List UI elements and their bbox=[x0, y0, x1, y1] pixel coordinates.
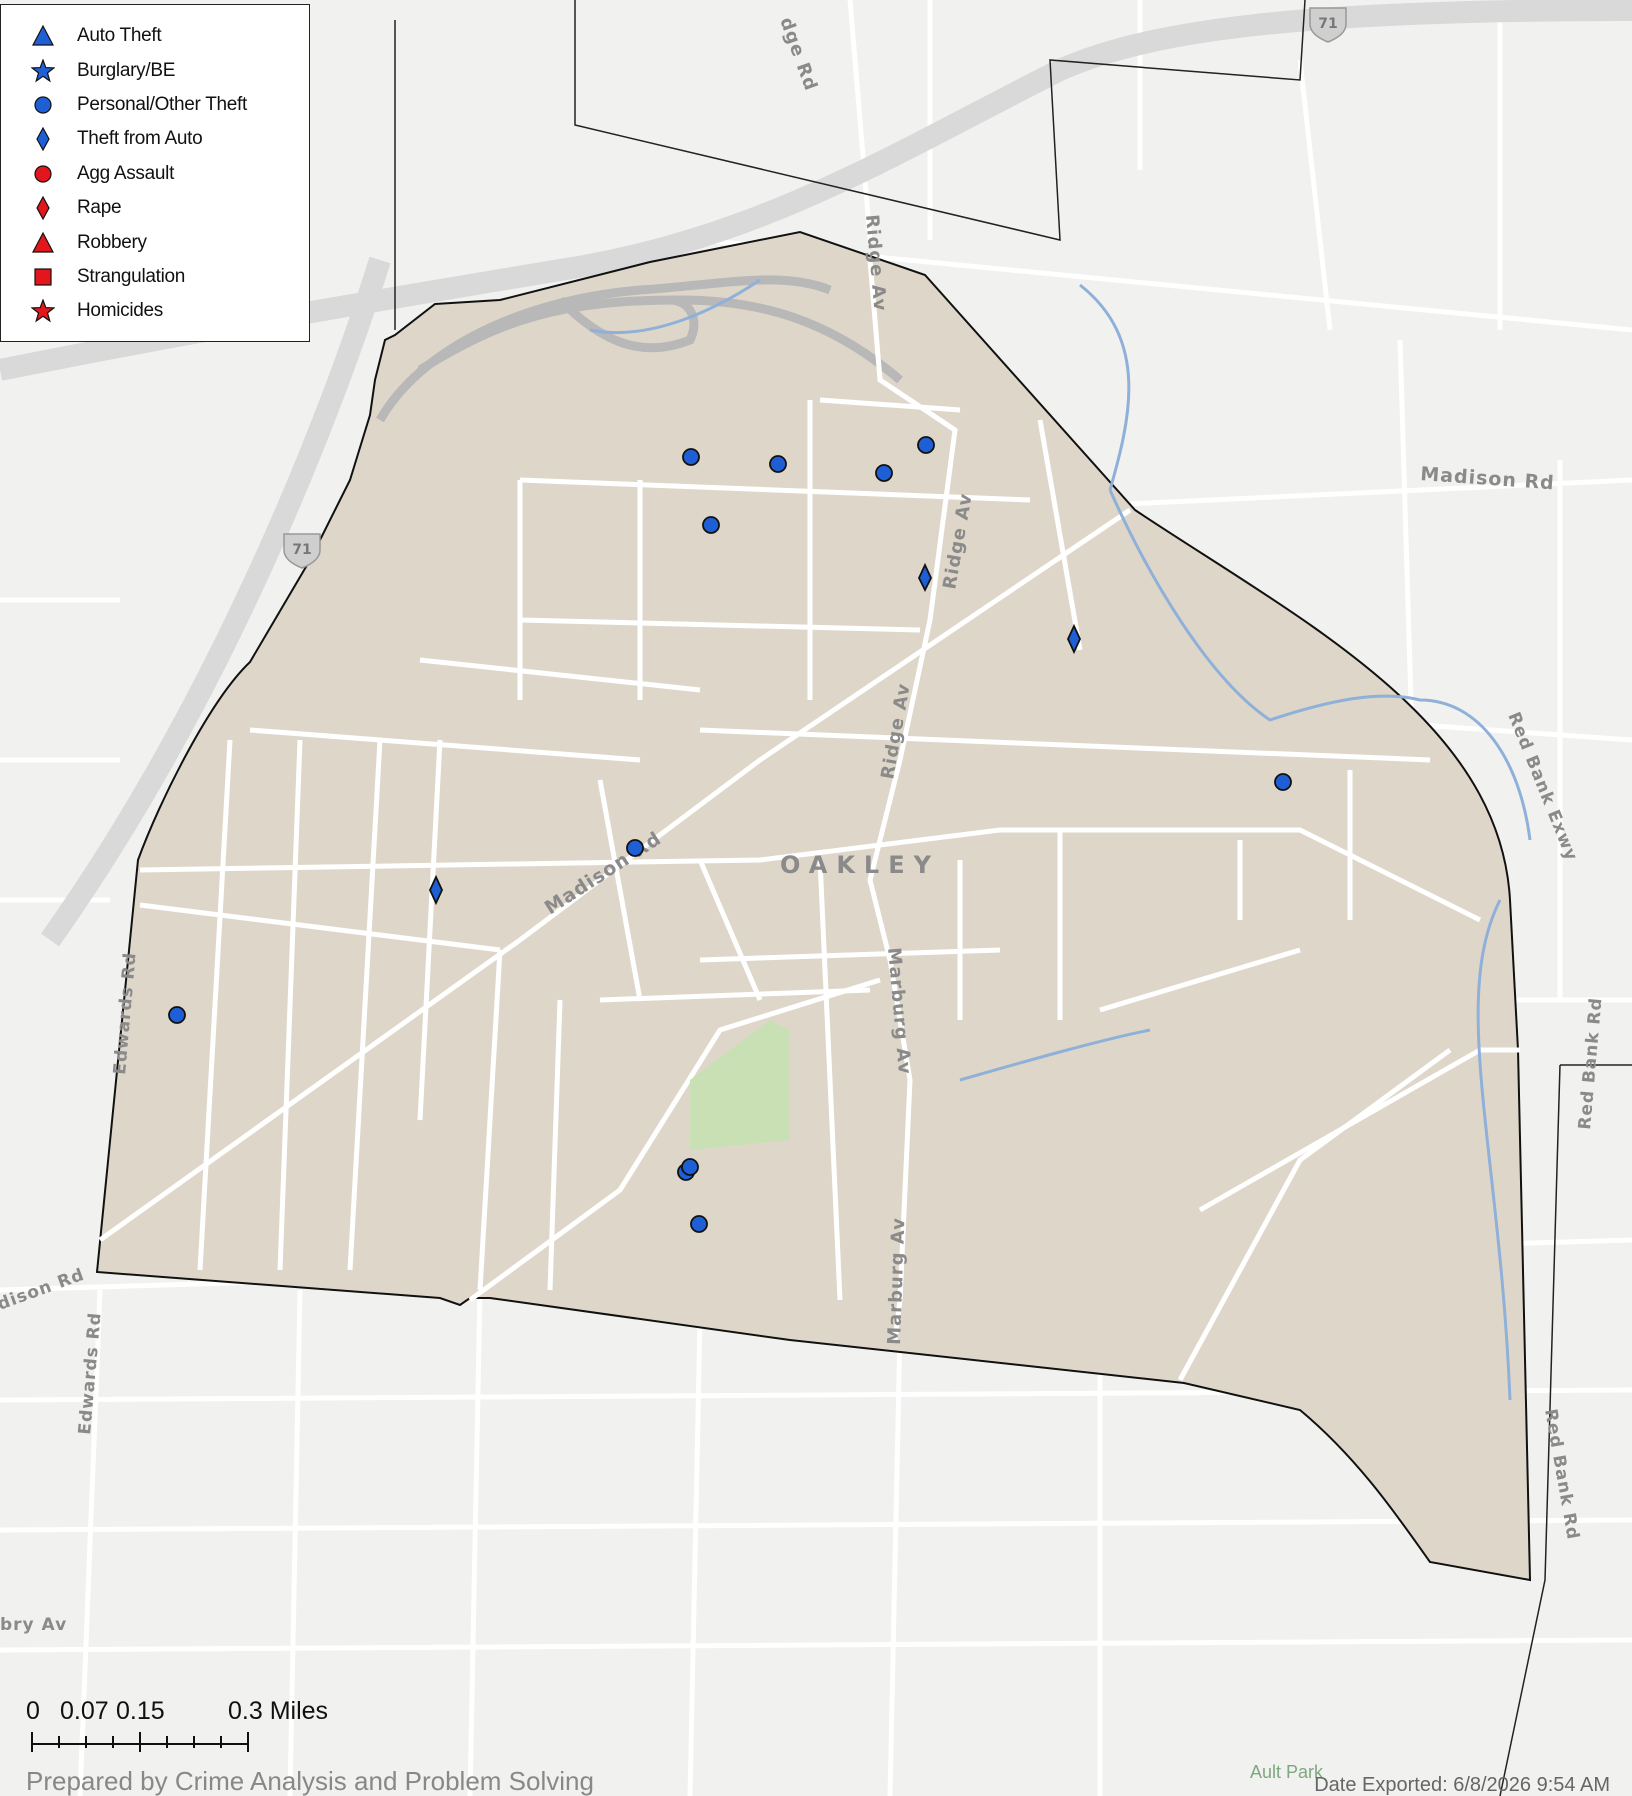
legend-item-robbery: Robbery bbox=[31, 225, 309, 259]
legend-item-theft-from-auto: Theft from Auto bbox=[31, 122, 309, 156]
legend-item-rape: Rape bbox=[31, 191, 309, 225]
incident-personal-theft[interactable] bbox=[690, 1215, 708, 1233]
legend-label: Strangulation bbox=[77, 265, 186, 287]
road-label: Edwards Rd bbox=[75, 1311, 106, 1435]
diamond-icon bbox=[36, 196, 50, 221]
incident-theft-from-auto[interactable] bbox=[918, 562, 932, 593]
road-label: dge Rd bbox=[775, 15, 821, 95]
diamond-icon bbox=[36, 127, 50, 152]
legend-label: Robbery bbox=[77, 231, 147, 253]
interior-streets bbox=[98, 259, 1520, 1382]
date-exported-text: Date Exported: 6/8/2026 9:54 AM bbox=[1314, 1774, 1610, 1796]
incidents bbox=[168, 436, 1292, 1233]
star-icon bbox=[31, 299, 55, 323]
map-legend: Auto Theft Burglary/BE Personal/Other Th… bbox=[0, 4, 310, 342]
legend-item-personal-theft: Personal/Other Theft bbox=[31, 88, 309, 122]
triangle-icon bbox=[32, 231, 54, 253]
incident-personal-theft[interactable] bbox=[875, 464, 893, 482]
incident-personal-theft[interactable] bbox=[702, 516, 720, 534]
shield-number: 71 bbox=[1318, 16, 1337, 32]
oakley-boundary bbox=[95, 230, 1532, 1582]
legend-label: Personal/Other Theft bbox=[77, 93, 248, 115]
star-icon bbox=[31, 58, 55, 83]
square-icon bbox=[34, 268, 52, 286]
incident-personal-theft[interactable] bbox=[681, 1158, 699, 1176]
legend-item-strangulation: Strangulation bbox=[31, 260, 309, 294]
incident-personal-theft[interactable] bbox=[1274, 773, 1292, 791]
prepared-by-text: Prepared by Crime Analysis and Problem S… bbox=[26, 1766, 594, 1796]
incident-theft-from-auto[interactable] bbox=[1067, 623, 1081, 655]
incident-personal-theft[interactable] bbox=[168, 1006, 186, 1024]
legend-label: Homicides bbox=[77, 300, 163, 322]
interstate-shield: 71 bbox=[283, 533, 321, 569]
triangle-icon bbox=[32, 24, 54, 46]
legend-item-auto-theft: Auto Theft bbox=[31, 19, 309, 53]
scale-tick-label: 0.3 Miles bbox=[228, 1697, 329, 1725]
legend-item-burglary: Burglary/BE bbox=[31, 53, 309, 87]
neighborhood-label: OAKLEY bbox=[780, 851, 940, 879]
incident-theft-from-auto[interactable] bbox=[429, 874, 443, 906]
creeks bbox=[589, 278, 1532, 1401]
road-label: bry Av bbox=[0, 1615, 67, 1635]
park-label: Ault Park bbox=[1250, 1762, 1324, 1782]
legend-item-agg-assault: Agg Assault bbox=[31, 157, 309, 191]
incident-personal-theft[interactable] bbox=[626, 839, 644, 857]
shield-number: 71 bbox=[292, 542, 311, 558]
circle-icon bbox=[34, 96, 52, 114]
legend-item-homicides: Homicides bbox=[31, 294, 309, 328]
park-area bbox=[690, 1020, 790, 1150]
road-label: Marburg Av bbox=[884, 1217, 909, 1345]
interstate-shield: 71 bbox=[1309, 7, 1347, 43]
scale-bar bbox=[31, 1732, 249, 1752]
legend-label: Rape bbox=[77, 197, 122, 219]
interstate-ramps bbox=[376, 275, 903, 423]
scale-tick-label: 0.07 bbox=[60, 1697, 109, 1725]
scale-tick-label: 0.15 bbox=[116, 1697, 165, 1725]
incident-personal-theft[interactable] bbox=[682, 448, 700, 466]
legend-label: Agg Assault bbox=[77, 162, 175, 184]
interstate-shields: 71 71 bbox=[283, 7, 1347, 569]
incident-personal-theft[interactable] bbox=[917, 436, 935, 454]
legend-label: Auto Theft bbox=[77, 25, 162, 47]
circle-icon bbox=[34, 165, 52, 183]
adjacent-boundaries bbox=[394, 0, 1632, 1796]
scale-tick-label: 0 bbox=[26, 1697, 40, 1725]
incident-personal-theft[interactable] bbox=[769, 455, 787, 473]
legend-label: Burglary/BE bbox=[77, 59, 176, 81]
road-label: Red Bank Rd bbox=[1575, 996, 1606, 1130]
legend-label: Theft from Auto bbox=[77, 128, 203, 150]
